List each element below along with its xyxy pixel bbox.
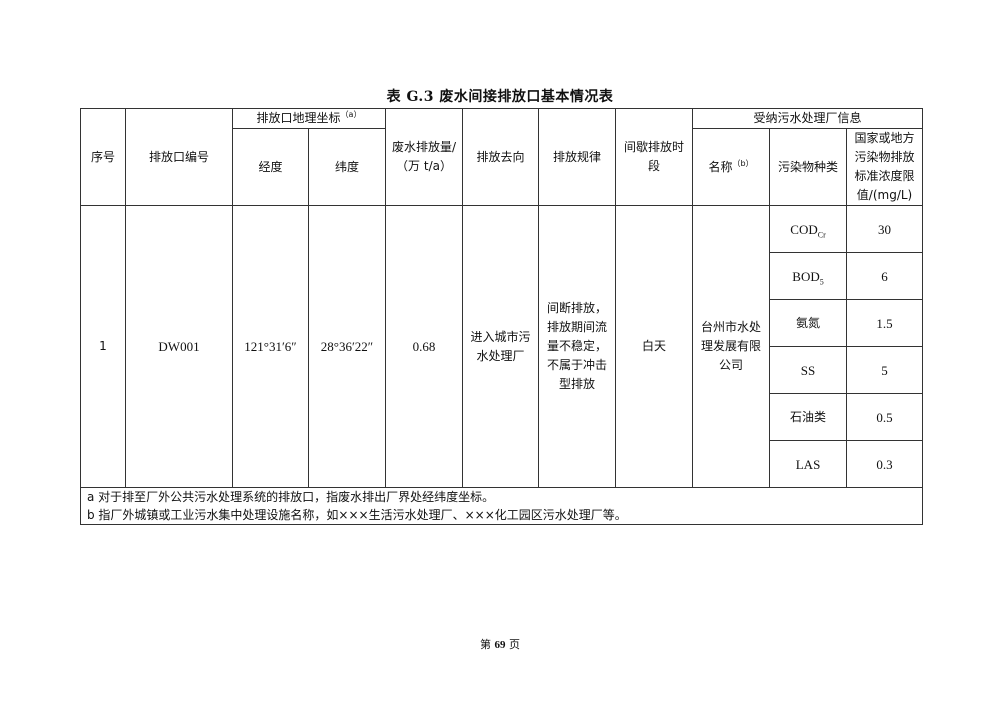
pollutant-cell: 氨氮 bbox=[769, 299, 848, 347]
limit-cell: 5 bbox=[846, 346, 924, 394]
notes-row: a 对于排至厂外公共污水处理系统的排放口，指废水排出厂界处经纬度坐标。 b 指厂… bbox=[79, 487, 924, 525]
cell-discharge-volume: 0.68 bbox=[385, 205, 464, 488]
pollutant-subscript: 5 bbox=[819, 277, 824, 287]
limit-cell: 1.5 bbox=[846, 299, 924, 347]
header-geo-coords: 排放口地理坐标（a） bbox=[231, 108, 387, 129]
table-row: 1 DW001 121°31′6″ 28°36′22″ 0.68 进入城市污水处… bbox=[80, 205, 924, 488]
pollutant-subscript: Cr bbox=[817, 230, 826, 240]
cell-plant-name: 台州市水处理发展有限公司 bbox=[692, 205, 771, 488]
page-footer: 第 69 页 bbox=[0, 636, 1000, 652]
pollutant-cell: CODCr bbox=[769, 205, 848, 253]
limit-cell: 6 bbox=[846, 252, 924, 300]
table-row: 氨氮 1.5 bbox=[81, 299, 924, 347]
note-b: b 指厂外城镇或工业污水集中处理设施名称，如×××生活污水处理厂、×××化工园区… bbox=[87, 508, 627, 522]
note-a-ref: （a） bbox=[340, 110, 362, 119]
pollutant-cell: 石油类 bbox=[769, 393, 848, 441]
table-row: LAS 0.3 bbox=[81, 440, 924, 488]
header-longitude: 经度 bbox=[232, 128, 309, 206]
pollutant-cell: SS bbox=[769, 346, 848, 394]
pollutant-name: BOD bbox=[792, 268, 820, 284]
header-outlet-code: 排放口编号 bbox=[125, 108, 233, 206]
note-a: a 对于排至厂外公共污水处理系统的排放口，指废水排出厂界处经纬度坐标。 bbox=[87, 490, 495, 504]
header-discharge-volume: 废水排放量/（万 t/a） bbox=[385, 108, 464, 206]
limit-cell: 0.5 bbox=[846, 393, 924, 441]
table-row: BOD5 6 bbox=[81, 252, 924, 300]
pollutant-name: COD bbox=[790, 221, 818, 237]
header-geo-coords-label: 排放口地理坐标 bbox=[256, 111, 341, 125]
table-row: SS 5 bbox=[81, 346, 924, 394]
pollutant-cell: BOD5 bbox=[769, 252, 848, 300]
pollutant-name: 石油类 bbox=[790, 409, 827, 424]
wastewater-outlet-table: 序号 排放口编号 排放口地理坐标（a） 废水排放量/（万 t/a） 排放去向 排… bbox=[79, 108, 924, 525]
limit-cell: 0.3 bbox=[846, 440, 924, 488]
header-plant-name: 名称（b） bbox=[692, 128, 771, 206]
cell-longitude: 121°31′6″ bbox=[232, 205, 309, 488]
header-intermittent-period: 间歇排放时段 bbox=[615, 108, 694, 206]
page-prefix: 第 bbox=[480, 638, 491, 651]
header-destination: 排放去向 bbox=[462, 108, 540, 206]
header-latitude: 纬度 bbox=[307, 128, 387, 206]
cell-intermittent-period: 白天 bbox=[615, 205, 694, 488]
header-pollutant-type: 污染物种类 bbox=[769, 128, 848, 206]
cell-latitude: 28°36′22″ bbox=[307, 205, 387, 488]
header-limit: 国家或地方污染物排放标准浓度限值/(mg/L) bbox=[846, 128, 924, 206]
cell-pattern: 间断排放，排放期间流量不稳定，不属于冲击型排放 bbox=[538, 205, 617, 488]
pollutant-cell: LAS bbox=[769, 440, 848, 488]
cell-destination: 进入城市污水处理厂 bbox=[462, 205, 540, 488]
note-b-ref: （b） bbox=[732, 158, 754, 168]
header-plant-name-label: 名称 bbox=[708, 159, 733, 174]
table-notes: a 对于排至厂外公共污水处理系统的排放口，指废水排出厂界处经纬度坐标。 b 指厂… bbox=[79, 487, 924, 525]
pollutant-name: SS bbox=[800, 362, 816, 378]
limit-cell: 30 bbox=[846, 205, 924, 253]
cell-seq: 1 bbox=[80, 205, 126, 488]
pollutant-name: LAS bbox=[795, 456, 821, 472]
page-number: 69 bbox=[494, 639, 506, 651]
header-pattern: 排放规律 bbox=[538, 108, 617, 206]
header-receiving-plant: 受纳污水处理厂信息 bbox=[692, 108, 924, 129]
cell-outlet-code: DW001 bbox=[125, 205, 233, 488]
table-row: 石油类 0.5 bbox=[81, 393, 924, 441]
page-suffix: 页 bbox=[509, 638, 520, 651]
pollutant-name: 氨氮 bbox=[796, 315, 821, 330]
table-title: 表 G.3 废水间接排放口基本情况表 bbox=[386, 89, 614, 105]
header-seq: 序号 bbox=[80, 108, 126, 206]
